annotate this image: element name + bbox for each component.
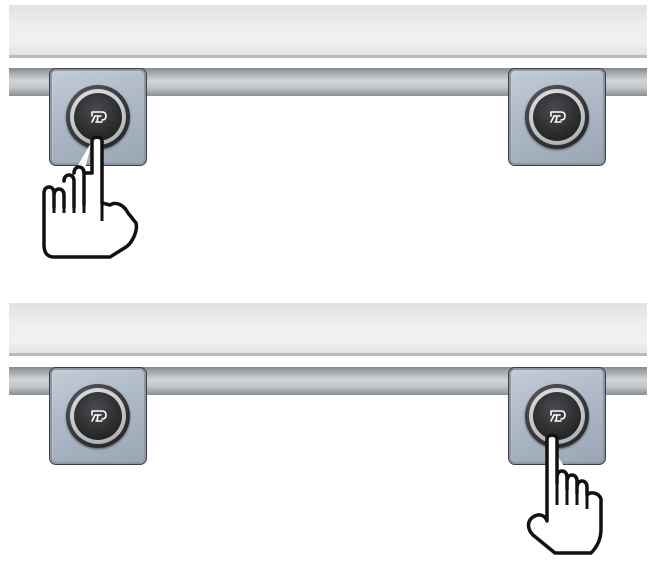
hood-fan-icon: [550, 410, 566, 422]
panel-2-top-surface: [9, 303, 647, 353]
panel-2-right-button[interactable]: [508, 367, 606, 465]
hood-fan-icon: [91, 111, 107, 123]
knob[interactable]: [525, 384, 589, 448]
pressing-hand-icon: [526, 433, 603, 555]
hood-fan-icon: [550, 111, 566, 123]
panel-1-top-surface: [9, 5, 647, 55]
panel-2-left-button[interactable]: [49, 367, 147, 465]
panel-2-edge: [9, 353, 647, 356]
pressing-hand-icon: [42, 135, 139, 259]
knob[interactable]: [525, 85, 589, 149]
panel-1-right-button[interactable]: [508, 68, 606, 166]
hood-fan-icon: [91, 410, 107, 422]
panel-1-edge: [9, 55, 647, 58]
knob[interactable]: [66, 384, 130, 448]
